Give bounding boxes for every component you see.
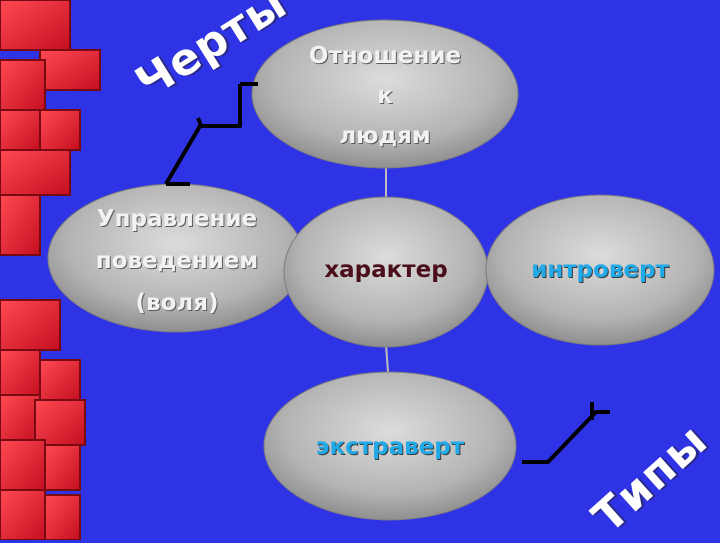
connector-character-extravert xyxy=(385,344,389,373)
node-behavior-line: (воля) xyxy=(135,290,219,316)
node-extravert-oval xyxy=(263,371,517,521)
node-attitude-oval xyxy=(251,19,519,169)
node-introvert-oval xyxy=(485,194,715,346)
node-character-text: характер xyxy=(324,257,448,283)
red-blocks-decoration xyxy=(0,0,101,540)
node-attitude-line: Отношение xyxy=(308,43,462,69)
node-extravert-text: экстраверт xyxy=(315,434,465,460)
node-attitude-line: людям xyxy=(339,123,431,149)
node-introvert-text: интроверт xyxy=(531,257,669,283)
node-behavior-text: Управление поведением (воля) xyxy=(72,198,282,324)
traits-bracket-tick xyxy=(196,117,204,129)
node-attitude-line: к xyxy=(377,83,393,109)
node-behavior-line: Управление xyxy=(96,206,258,232)
types-bracket xyxy=(522,410,610,464)
traits-bracket xyxy=(164,84,242,186)
node-behavior-line: поведением xyxy=(95,248,259,274)
node-attitude-text: Отношение к людям xyxy=(280,36,490,156)
